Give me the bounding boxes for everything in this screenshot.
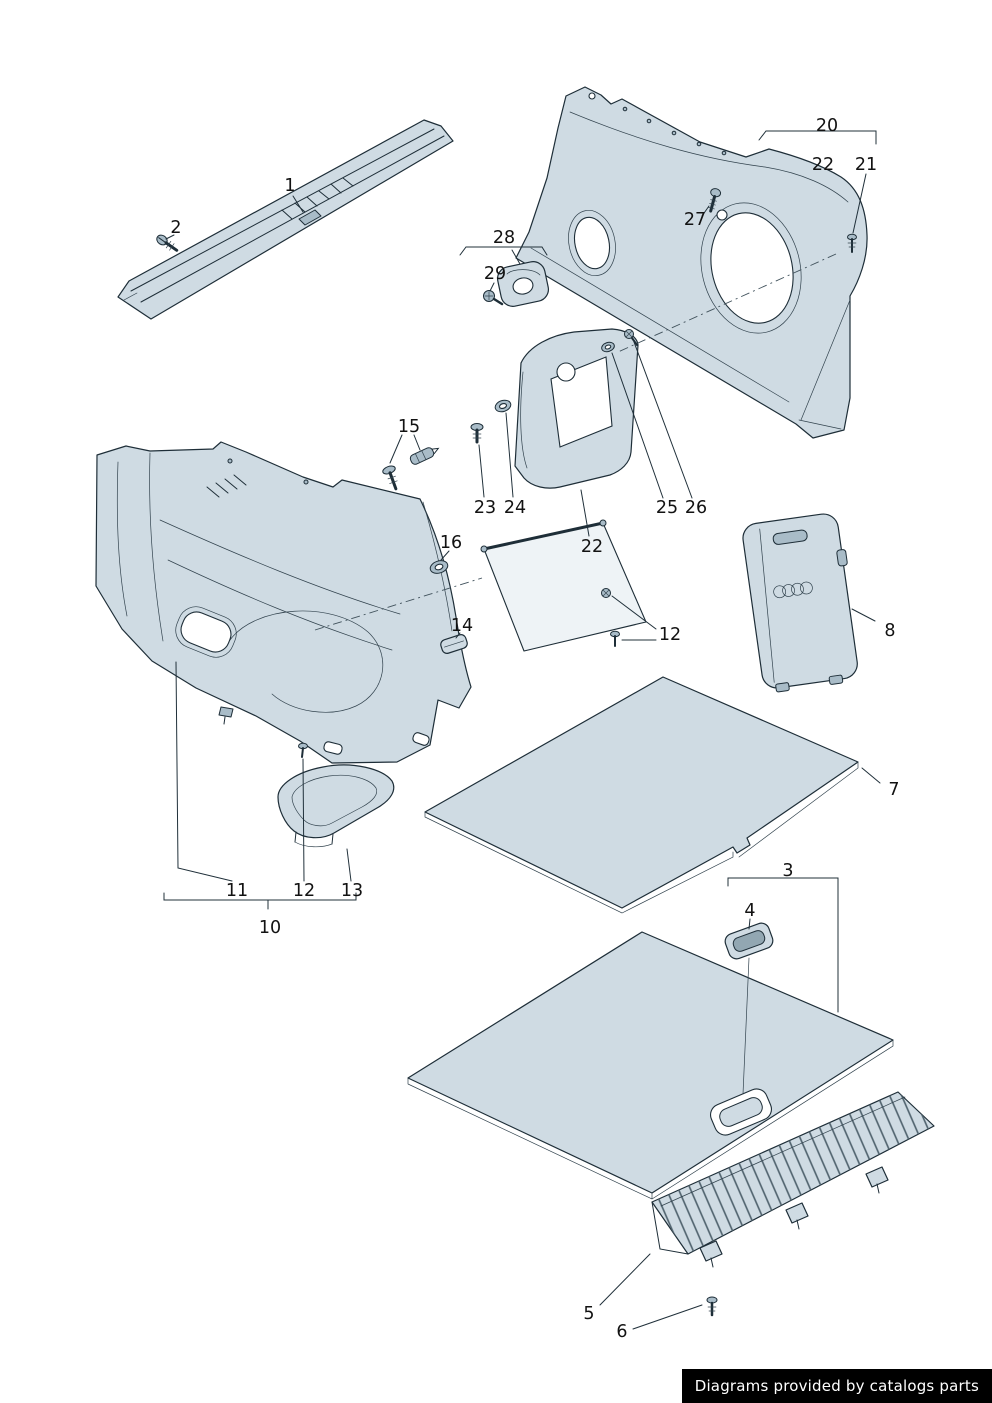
- wheel-arch-opening: [710, 212, 794, 324]
- part-label-1: 1: [284, 176, 296, 196]
- part-2-screw: [156, 234, 179, 252]
- part-label-27: 27: [683, 210, 707, 230]
- vent-ribs: [206, 474, 247, 498]
- part-24-grommet: [494, 399, 512, 413]
- part-7-luggage-mat: [424, 676, 859, 914]
- part-22-small-panel: [514, 328, 639, 489]
- part-16-grommet: [429, 560, 449, 574]
- part-label-3: 3: [782, 861, 794, 881]
- part-label-5: 5: [583, 1304, 595, 1324]
- lamp-opening: [573, 216, 611, 270]
- part-1-sill-trim: [117, 119, 454, 320]
- panel-rivets: [622, 106, 727, 156]
- part-5-sill-protection-strip: [651, 1091, 935, 1268]
- part-6-clip: [706, 1296, 718, 1317]
- part-label-24: 24: [503, 498, 527, 518]
- part-27-bolt: [708, 188, 722, 213]
- footer-text: Diagrams provided by catalogs parts: [694, 1377, 979, 1395]
- part-label-12: 12: [658, 625, 682, 645]
- part-12-clip-on-panel: [298, 742, 308, 758]
- part-label-16: 16: [439, 533, 463, 553]
- part-28-lashing-hook: [496, 261, 550, 307]
- part-23-push-rivet: [470, 423, 484, 444]
- part-label-14: 14: [450, 616, 474, 636]
- part-label-8: 8: [884, 621, 896, 641]
- part-label-25: 25: [655, 498, 679, 518]
- part-label-26: 26: [684, 498, 708, 518]
- part-label-21: 21: [854, 155, 878, 175]
- part-21-clip: [847, 233, 857, 253]
- callout-lines: [163, 130, 881, 1330]
- part-12-net-screw: [601, 588, 611, 598]
- panel-opening: [180, 611, 232, 653]
- part-8-first-aid-box: [742, 513, 858, 693]
- left-panel-outline: [95, 441, 472, 764]
- part-26-screw: [624, 329, 638, 346]
- part-25-grommet: [601, 341, 615, 353]
- part-label-11: 11: [225, 881, 249, 901]
- part-label-6: 6: [616, 1322, 628, 1342]
- part-22-right-trim-panel: [515, 86, 868, 439]
- part-15-fasteners: [382, 447, 440, 491]
- part-label-15: 15: [397, 417, 421, 437]
- assembly-axis-lines: [314, 253, 837, 1095]
- part-13-stowage-tray: [277, 764, 395, 848]
- part-14-cover-cap: [440, 634, 468, 654]
- part-11-left-trim-panel: [95, 441, 472, 764]
- part-label-28: 28: [492, 228, 516, 248]
- part-4-handle: [724, 922, 774, 960]
- part-29-screw: [483, 290, 504, 306]
- part-12-net-clip: [610, 630, 620, 647]
- part-label-23: 23: [473, 498, 497, 518]
- part-label-4: 4: [744, 901, 756, 921]
- audi-rings-icon: [773, 581, 813, 599]
- left-panel-clip: [218, 706, 234, 725]
- part-12-luggage-net: [480, 519, 647, 652]
- part-3-load-floor-panel: [407, 931, 894, 1200]
- part-label-22: 22: [811, 155, 835, 175]
- part-label-10: 10: [258, 918, 282, 938]
- part-label-22: 22: [580, 537, 604, 557]
- part-label-12: 12: [292, 881, 316, 901]
- part-label-20: 20: [815, 116, 839, 136]
- part-label-13: 13: [340, 881, 364, 901]
- part-label-7: 7: [888, 780, 900, 800]
- right-panel-outline: [515, 86, 868, 439]
- part-label-2: 2: [170, 218, 182, 238]
- part-label-29: 29: [483, 264, 507, 284]
- footer-credit: Diagrams provided by catalogs parts: [681, 1369, 992, 1403]
- handle-recess: [710, 1088, 772, 1136]
